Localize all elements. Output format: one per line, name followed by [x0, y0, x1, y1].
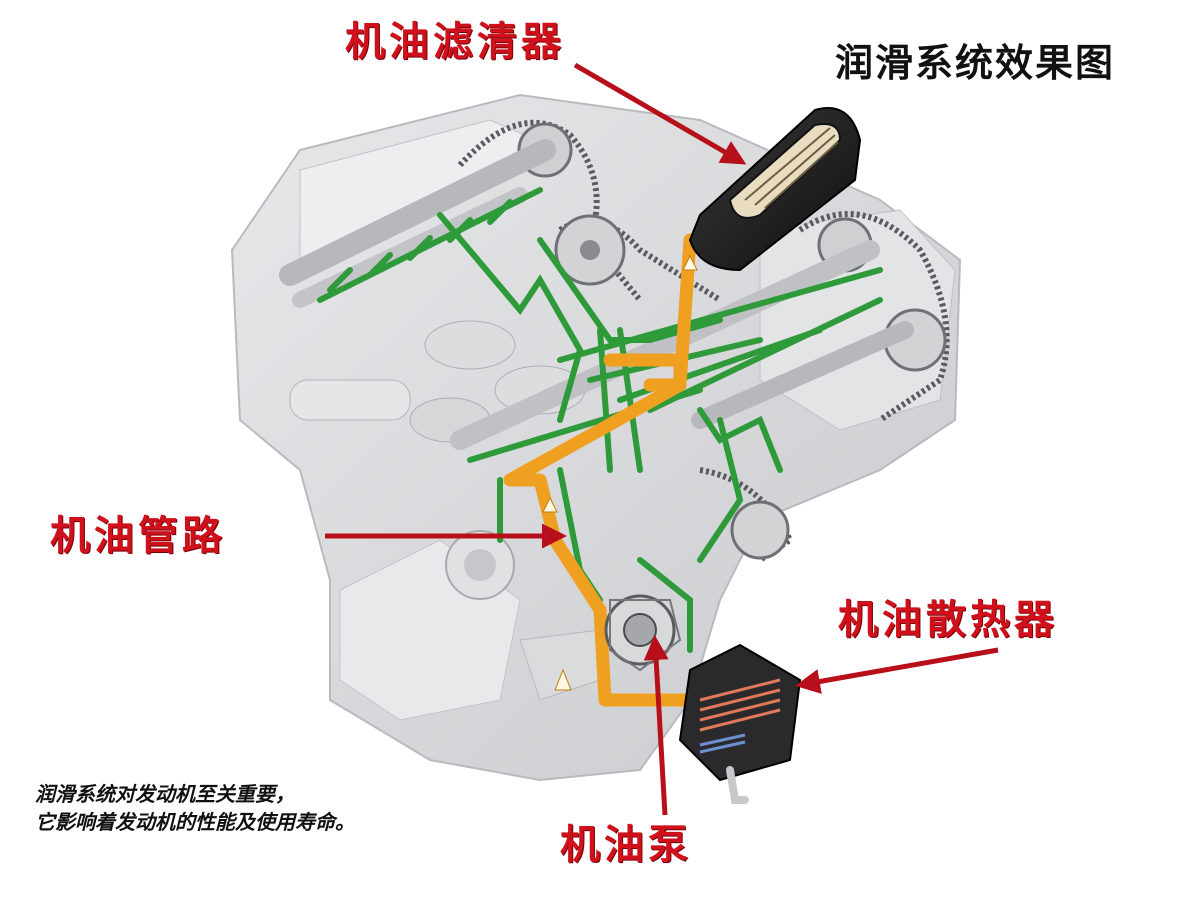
sprockets	[517, 122, 947, 560]
label-oil-filter: 机油滤清器	[345, 19, 565, 65]
pointer-arrows	[325, 62, 999, 816]
arrow-oil-filter	[573, 62, 747, 165]
oil-cooler-shape	[678, 643, 802, 804]
caption-line-1: 润滑系统对发动机至关重要，	[35, 782, 295, 806]
arrow-oil-cooler	[795, 647, 999, 694]
oil-lines-orange	[503, 233, 727, 707]
timing-chains	[457, 119, 950, 563]
oil-filter-shape	[688, 107, 862, 272]
camshafts	[279, 139, 914, 450]
label-oil-cooler: 机油散热器	[838, 597, 1058, 643]
caption-line-2: 它影响着发动机的性能及使用寿命。	[35, 810, 355, 834]
arrow-oil-pump	[643, 635, 669, 816]
caption: 润滑系统对发动机至关重要， 它影响着发动机的性能及使用寿命。	[35, 780, 355, 836]
label-oil-pump: 机油泵	[560, 822, 692, 868]
flow-arrows	[542, 254, 698, 691]
diagram-title: 润滑系统效果图	[835, 41, 1116, 85]
label-oil-lines: 机油管路	[50, 513, 226, 559]
